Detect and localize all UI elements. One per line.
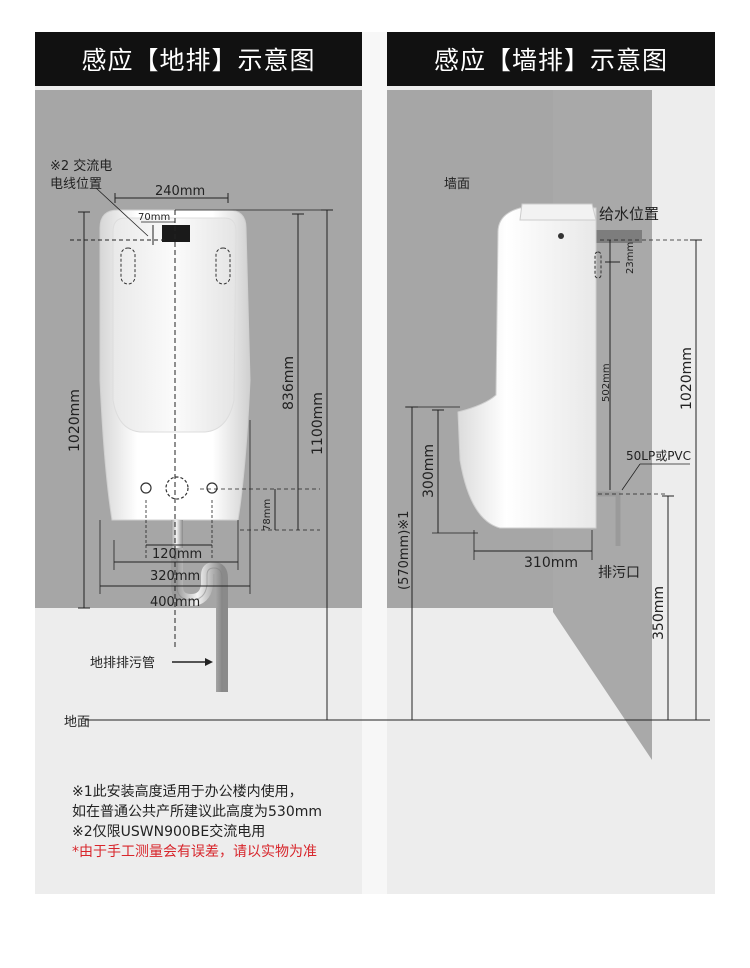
dim-240-label: 240mm — [155, 184, 205, 199]
dim-1020-left-label: 1020mm — [67, 389, 83, 452]
water-supply-pipe — [594, 230, 642, 243]
drain-outlet-label: 排污口 — [598, 565, 640, 581]
dim-1100-label: 1100mm — [310, 392, 326, 455]
left-diagram: ※2 交流电 电线位置 240mm 70mm 836mm 1100mm 1020… — [35, 90, 362, 730]
note-1: ※1此安装高度适用于办公楼内使用， — [72, 784, 303, 800]
dim-400-label: 400mm — [150, 595, 200, 610]
dim-350-label: 350mm — [651, 586, 667, 640]
urinal-side-cap — [519, 203, 597, 221]
wire-leader-line — [95, 187, 149, 237]
dim-78-label: 78mm — [262, 499, 273, 531]
wire-label-line1: ※2 交流电 — [50, 158, 112, 174]
dim-570-label: (570mm)※1 — [397, 511, 412, 590]
pipe-arrow-head — [205, 658, 213, 666]
mount-slot-right — [215, 247, 231, 285]
note-2: 如在普通公共产所建议此高度为530mm — [72, 804, 322, 820]
fixing-hole-left — [140, 482, 152, 494]
mount-slot-left — [120, 247, 136, 285]
dim-320-label: 320mm — [150, 569, 200, 584]
drain-trap-outline — [176, 548, 223, 692]
dim-1020-right-label: 1020mm — [679, 347, 695, 410]
right-diagram-title: 感应【墙排】示意图 — [387, 32, 715, 86]
side-mount-slot — [594, 251, 602, 279]
note-3: ※2仅限USWN900BE交流电用 — [72, 824, 266, 840]
dim-23-label: 23mm — [625, 242, 636, 274]
water-supply-label: 给水位置 — [599, 205, 659, 223]
dim-120-label: 120mm — [152, 547, 202, 562]
side-sensor-dot — [558, 233, 564, 239]
left-diagram-title: 感应【地排】示意图 — [35, 32, 362, 86]
right-diagram: 墙面 给水位置 23mm 502mm 1020mm 50LP或PVC 300mm… — [280, 90, 710, 760]
pipe-type-leader — [621, 463, 641, 491]
urinal-side-body — [457, 207, 597, 529]
measurement-disclaimer: *由于手工测量会有误差，请以实物为准 — [72, 844, 317, 860]
installation-notes: ※1此安装高度适用于办公楼内使用， 如在普通公共产所建议此高度为530mm ※2… — [72, 782, 322, 862]
dim-502-label: 502mm — [601, 363, 612, 402]
wire-label-line2: 电线位置 — [50, 177, 102, 192]
dim-300-label: 300mm — [421, 444, 437, 498]
panel-divider — [362, 32, 387, 894]
floor-drain-pipe-label: 地排排污管 — [90, 656, 155, 671]
fixing-hole-right — [206, 482, 218, 494]
drain-pipe-top — [171, 520, 183, 550]
sensor-window — [162, 225, 190, 242]
dim-836-label: 836mm — [281, 356, 297, 410]
wall-label: 墙面 — [444, 177, 470, 192]
dim-70-label: 70mm — [138, 212, 170, 223]
dim-310-label: 310mm — [524, 555, 578, 571]
drain-hole — [165, 476, 189, 500]
left-floor-label: 地面 — [64, 715, 90, 730]
pipe-type-label: 50LP或PVC — [626, 449, 691, 463]
